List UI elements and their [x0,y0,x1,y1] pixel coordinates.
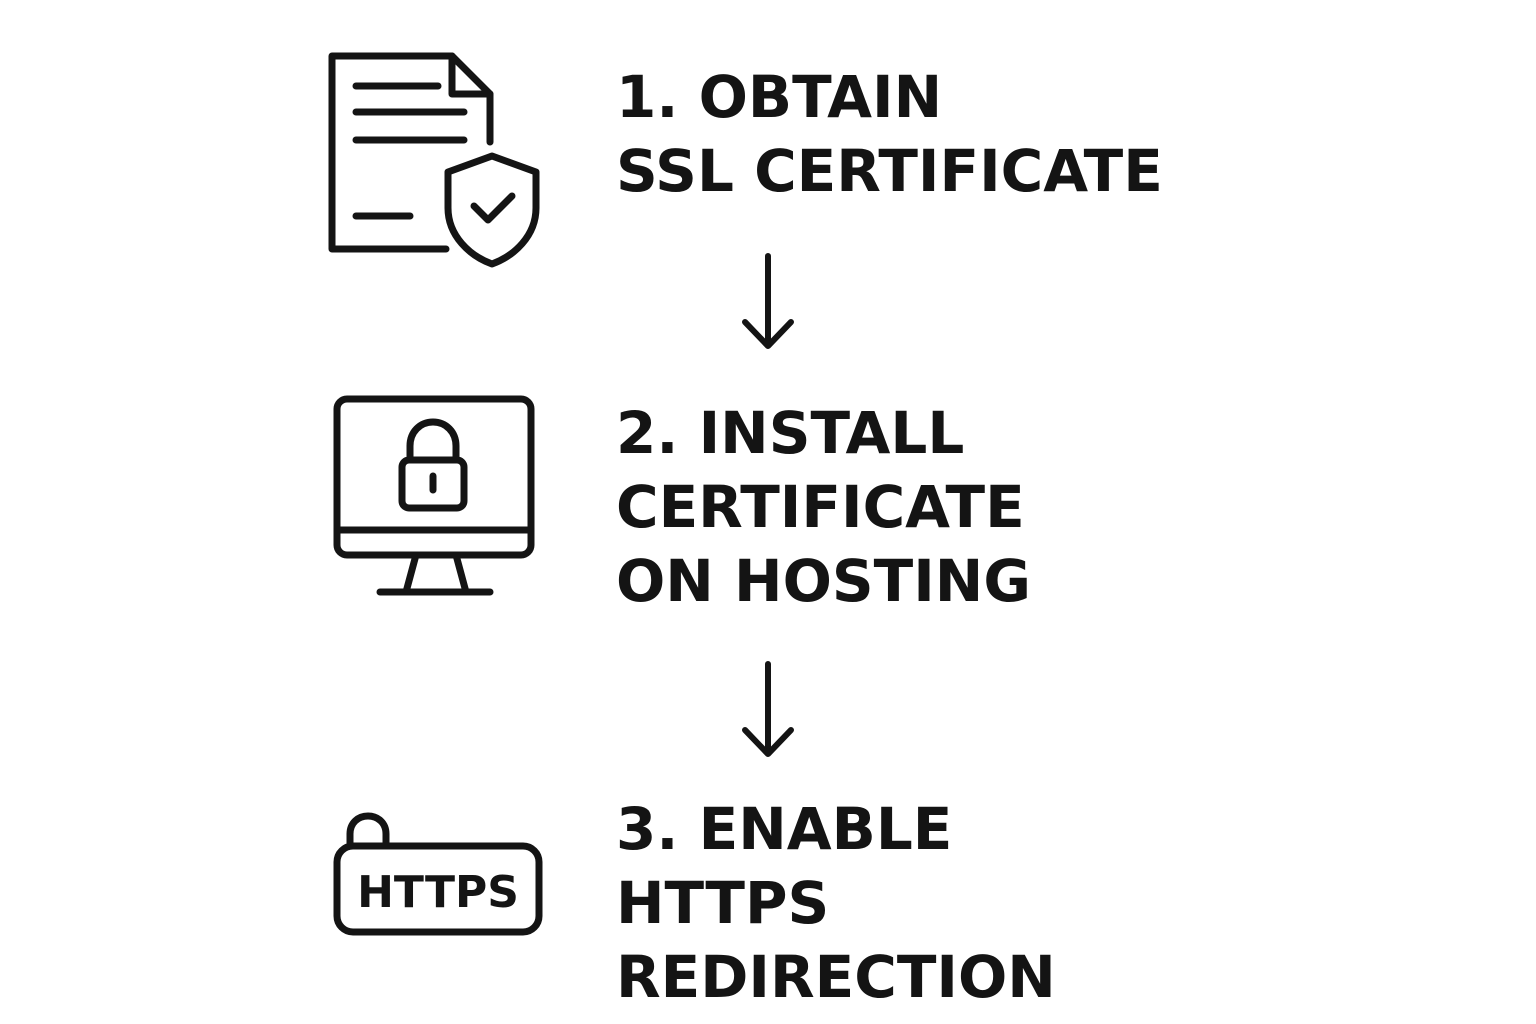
step-2-label: 2. INSTALL CERTIFICATE ON HOSTING [616,396,1031,618]
step-1-line-2: SSL CERTIFICATE [616,137,1163,205]
down-arrow-icon [737,660,799,760]
step-2-line-2: CERTIFICATE [616,473,1025,541]
step-3-line-2: HTTPS [616,869,830,937]
step-3-line-1: 3. ENABLE [616,795,953,863]
https-padlock-badge-icon: HTTPS [332,808,546,938]
step-1-line-1: 1. OBTAIN [616,63,943,131]
document-shield-check-icon [326,50,546,270]
https-badge-text: HTTPS [357,867,519,918]
monitor-padlock-icon [332,394,542,604]
step-3-label: 3. ENABLE HTTPS REDIRECTION [616,792,1056,1014]
step-2-line-3: ON HOSTING [616,547,1031,615]
step-3-line-3: REDIRECTION [616,943,1056,1011]
step-2-line-1: 2. INSTALL [616,399,965,467]
step-1-label: 1. OBTAIN SSL CERTIFICATE [616,60,1163,208]
down-arrow-icon [737,252,799,352]
